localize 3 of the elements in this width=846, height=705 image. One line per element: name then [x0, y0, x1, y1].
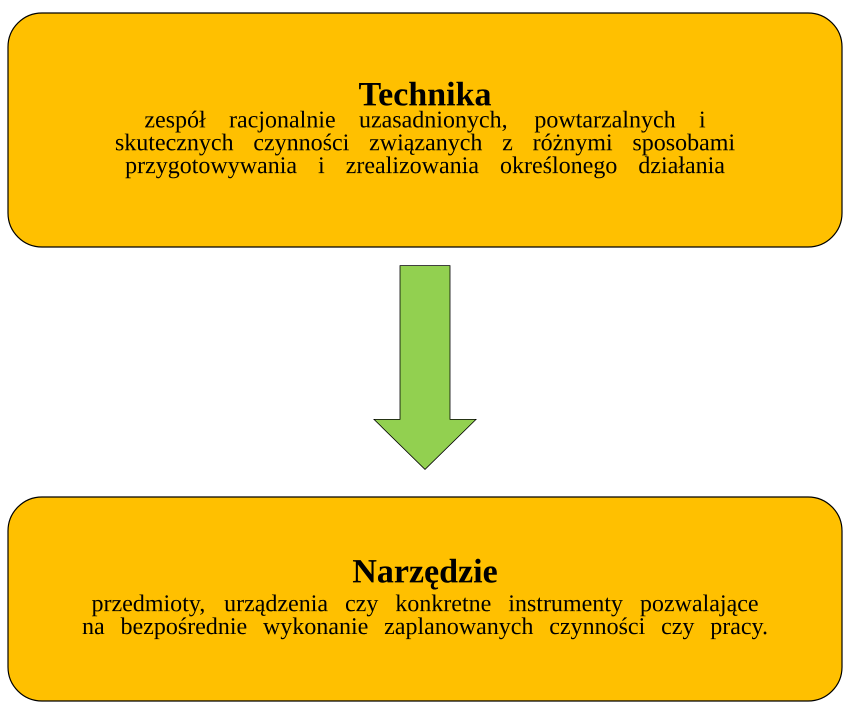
definition-box: Narzędzie przedmioty, urządzenia czy konkretne instrumenty pozwalające na bezpośrednie wykonanie zaplanowanych czynności czy pracy. [7, 496, 843, 702]
block-arrow [373, 265, 477, 470]
definition-box: Technika zespół racjonalnie uzasadnionych, powtarzalnych i skutecznych czynności związanych z różnymi sposobami przygotowywania i zrealizowania określonego działania [7, 12, 843, 248]
